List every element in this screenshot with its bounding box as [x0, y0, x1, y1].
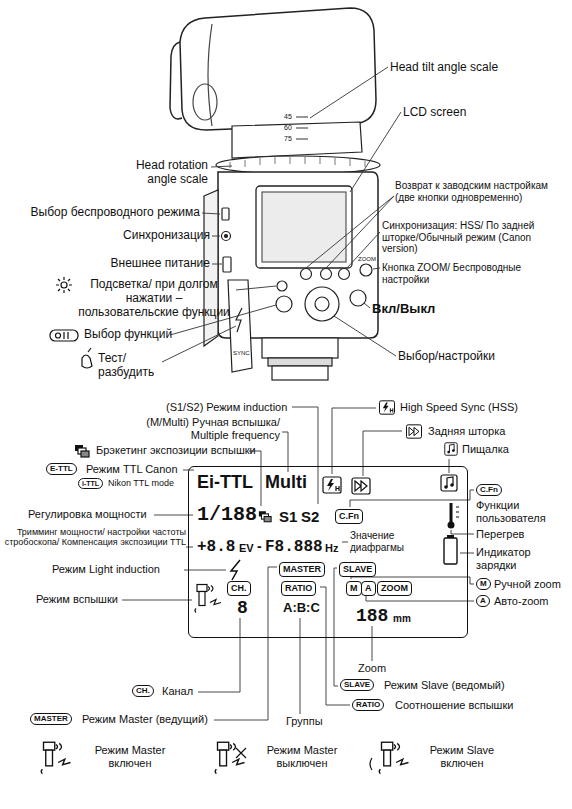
- indicator-tag: CH.: [132, 685, 154, 697]
- callout-label: 45: [284, 113, 292, 121]
- indicator-tag: i-TTL: [78, 478, 103, 489]
- lcd-panel: Ei-TTL Multi 1/188 S1 S2 +8.8 EV-F8.888Hz 8 A:B:…: [188, 466, 468, 638]
- callout-label: Head tilt angle scale: [390, 61, 498, 75]
- lcd-indicator-box: MASTER: [279, 562, 325, 577]
- callout-label: Тримминг мощности/ настройки частоты стр…: [4, 527, 186, 548]
- lcd-segment-text: 188: [356, 607, 388, 625]
- callout-label: Перегрев: [476, 528, 524, 541]
- indicator-tag: MASTER: [30, 713, 72, 725]
- callout-label: Внешнее питание: [10, 257, 210, 271]
- callout-label: Синхронизация: HSS/ По задней шторке/Обы…: [382, 220, 566, 255]
- callout-label: Группы: [286, 715, 323, 728]
- lcd-indicator-box: ZOOM: [377, 581, 412, 596]
- indicator-tag: M: [476, 578, 491, 590]
- lcd-segment-text: 1/188: [197, 505, 257, 525]
- callout-label: Вкл/Выкл: [372, 302, 435, 317]
- lcd-segment-text: EV: [239, 543, 254, 554]
- indicator-tag: A: [476, 595, 490, 607]
- callout-label: 75: [284, 135, 292, 143]
- callout-label: Режим Master (ведущий): [82, 713, 208, 726]
- callout-label: Head rotation angle scale: [110, 159, 208, 187]
- lcd-segment-text: Hz: [325, 543, 338, 554]
- callout-label: Режим Light induction: [52, 563, 160, 576]
- callout-label: ZOOM: [358, 256, 376, 263]
- callout-label: Канал: [162, 685, 193, 698]
- callout-label: Значение диафрагмы: [350, 530, 438, 553]
- lcd-segment-text: F8.888: [265, 539, 323, 555]
- callout-label: Режим Slave (ведомый): [384, 679, 505, 692]
- lcd-segment-text: S2: [301, 509, 319, 524]
- callout-label: Выбор функций: [84, 328, 172, 342]
- callout-label: Выбор/настройки: [398, 350, 495, 364]
- callout-label: High Speed Sync (HSS): [400, 401, 518, 414]
- callout-label: 60: [284, 124, 292, 132]
- lcd-indicator-box: RATIO: [281, 581, 316, 596]
- indicator-tag: SLAVE: [340, 679, 374, 691]
- lcd-indicator-box: M: [346, 581, 362, 596]
- indicator-tag: C.Fn: [476, 484, 502, 496]
- indicator-text: CH.: [231, 583, 247, 593]
- callout-label: Индикатор зарядки: [476, 546, 568, 571]
- indicator-text: SLAVE: [343, 564, 372, 574]
- callout-label: Тест/ разбудить: [98, 352, 160, 380]
- callout-label: Авто-zoom: [494, 595, 549, 608]
- callout-label: Функции пользователя: [476, 499, 568, 524]
- indicator-text: ZOOM: [381, 583, 408, 593]
- lcd-segment-text: mm: [393, 614, 411, 624]
- indicator-text: C.Fn: [339, 511, 359, 521]
- callout-label: SYNC: [233, 350, 250, 357]
- callout-label: Режим Master включен: [80, 744, 180, 769]
- lcd-segment-text: Ei-TTL: [197, 473, 253, 491]
- callout-label: Пищалка: [462, 443, 509, 456]
- callout-label: Кнопка ZOOM/ Беспроводные настройки: [382, 262, 532, 285]
- callout-label: Выбор беспроводного режима: [10, 206, 200, 220]
- callout-label: Режим вспышки: [36, 593, 118, 606]
- lcd-indicator-box: C.Fn: [335, 509, 363, 524]
- indicator-text: M: [350, 583, 358, 593]
- lcd-indicator-box: SLAVE: [339, 562, 376, 577]
- indicator-text: A: [365, 583, 372, 593]
- callout-label: (M/Multi) Ручная вспышка/ Multiple frequ…: [118, 416, 280, 441]
- callout-label: LCD screen: [403, 106, 466, 120]
- callout-label: Регулировка мощности: [28, 508, 147, 521]
- callout-label: (S1/S2) Режим induction: [166, 401, 287, 414]
- callout-label: Задняя шторка: [428, 425, 505, 438]
- lcd-segment-text: Multi: [265, 473, 307, 491]
- callout-label: Подсветка/ при долгом нажатии – пользова…: [74, 278, 234, 319]
- indicator-tag: RATIO: [352, 699, 384, 711]
- callout-label: Режим Master выключен: [252, 744, 352, 769]
- callout-label: Режим Slave включен: [412, 744, 512, 769]
- callout-label: Zoom: [358, 662, 386, 675]
- lcd-segment-text: -: [257, 539, 262, 553]
- lcd-segment-text: S1: [279, 509, 297, 524]
- callout-label: Возврат к заводским настройкам (две кноп…: [395, 180, 569, 203]
- lcd-segment-text: A:B:C: [283, 601, 320, 614]
- lcd-indicator-box: CH.: [227, 581, 251, 596]
- lcd-segment-text: 8: [237, 599, 248, 617]
- callout-label: Ручной zoom: [494, 578, 561, 591]
- callout-label: Синхронизация: [10, 229, 210, 243]
- callout-label: Nikon TTL mode: [108, 478, 174, 488]
- callout-label: Брэкетинг экспозиции вспышки: [96, 444, 256, 457]
- indicator-text: RATIO: [285, 583, 312, 593]
- indicator-tag: E-TTL: [46, 463, 77, 475]
- lcd-segment-text: +8.8: [197, 539, 235, 555]
- indicator-text: MASTER: [283, 564, 321, 574]
- lcd-indicator-box: A: [361, 581, 376, 596]
- callout-label: Соотношение вспышки: [395, 699, 513, 712]
- callout-label: Режим TTL Canon: [86, 463, 178, 476]
